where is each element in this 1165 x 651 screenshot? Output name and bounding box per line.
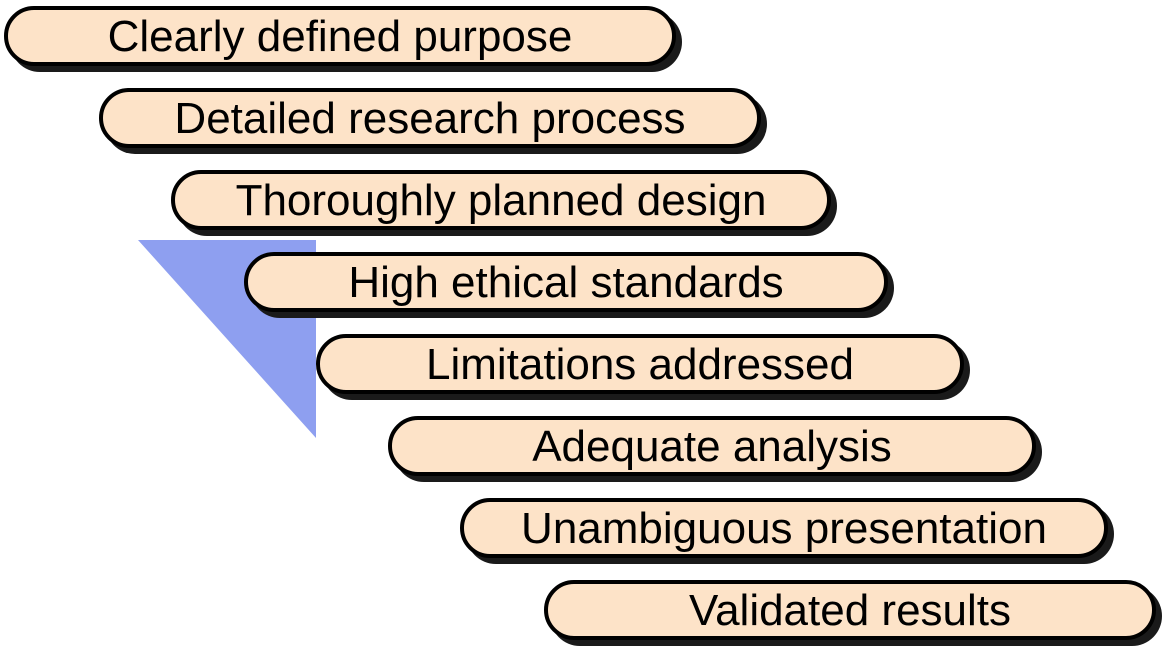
step-label: Adequate analysis	[532, 422, 892, 471]
step-label: Limitations addressed	[425, 340, 854, 389]
step-adequate-analysis: Adequate analysis	[388, 416, 1036, 476]
step-label: Clearly defined purpose	[107, 12, 573, 61]
step-thoroughly-planned-design: Thoroughly planned design	[171, 170, 831, 230]
step-high-ethical-standards: High ethical standards	[244, 252, 888, 312]
step-validated-results: Validated results	[544, 580, 1156, 640]
step-label: High ethical standards	[348, 258, 784, 307]
step-unambiguous-presentation: Unambiguous presentation	[460, 498, 1108, 558]
step-label: Unambiguous presentation	[521, 504, 1047, 553]
step-label: Detailed research process	[174, 94, 686, 143]
step-detailed-research-process: Detailed research process	[99, 88, 761, 148]
step-label: Thoroughly planned design	[235, 176, 767, 225]
step-label: Validated results	[688, 586, 1012, 635]
step-limitations-addressed: Limitations addressed	[316, 334, 964, 394]
step-clearly-defined-purpose: Clearly defined purpose	[4, 6, 676, 66]
